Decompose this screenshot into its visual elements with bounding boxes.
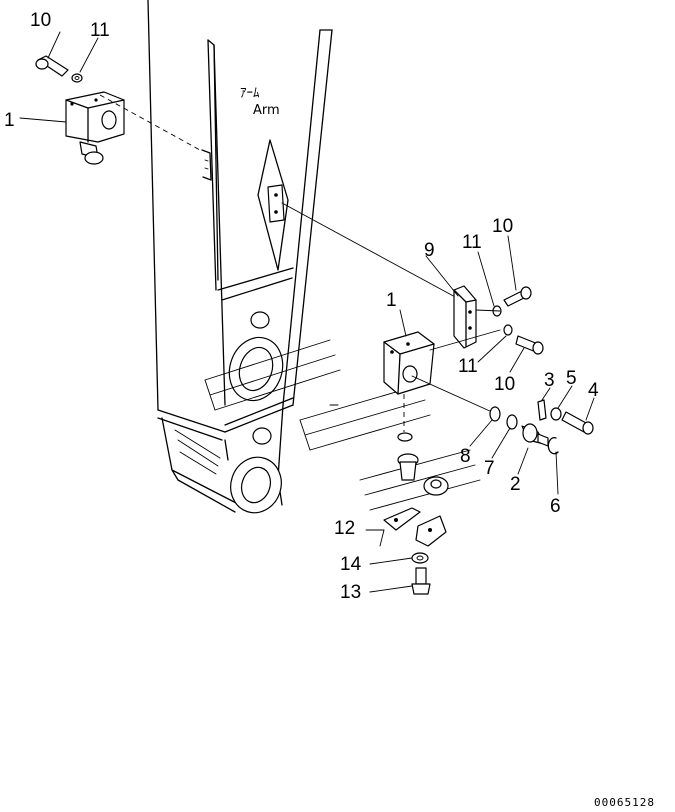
callout-5: 5: [566, 368, 577, 389]
callout-11-right-lower: 11: [458, 356, 478, 377]
callout-1-right: 1: [386, 290, 397, 311]
bracket-9: [453, 285, 477, 349]
oring-under-valve: [397, 432, 413, 442]
callout-10-right-lower: 10: [494, 374, 515, 395]
clamp-12: [383, 507, 447, 547]
callout-4: 4: [588, 380, 599, 401]
callout-10-top: 10: [30, 10, 51, 31]
arm-label-jp: ｱｰﾑ: [240, 86, 260, 101]
washer-11-lower: [503, 324, 513, 336]
callout-10-right-upper: 10: [492, 216, 513, 237]
bolt-4: [561, 411, 594, 435]
callout-1-top: 1: [4, 110, 15, 131]
nut: [423, 476, 449, 496]
washer-14: [411, 552, 429, 564]
oring-7: [506, 414, 518, 430]
bolt-10-lower: [515, 335, 544, 355]
callout-12: 12: [334, 518, 355, 539]
leader-dashed-top: [99, 94, 201, 151]
callout-11-right-upper: 11: [462, 232, 482, 253]
callout-14: 14: [340, 554, 362, 575]
bolt-13: [411, 567, 431, 595]
arm-body: [147, 0, 481, 514]
elbow-fitting: [397, 453, 419, 481]
valve-block-1: [383, 331, 435, 395]
bolt-3: [537, 399, 547, 421]
callout-8: 8: [460, 446, 471, 467]
callout-3: 3: [544, 370, 555, 391]
drawing-code: 00065128: [594, 796, 655, 809]
arm-label-en: Arm: [253, 103, 280, 118]
callout-leaders: [19, 31, 595, 593]
bolt-10-upper: [503, 286, 532, 307]
washer-5: [550, 407, 562, 421]
callout-11-top: 11: [90, 20, 110, 41]
snap-ring-6: [547, 437, 559, 455]
callout-6: 6: [550, 496, 561, 517]
valve-assembly-top: [35, 55, 125, 165]
callout-7: 7: [484, 458, 495, 479]
callout-9: 9: [424, 240, 435, 261]
callout-13: 13: [340, 582, 361, 603]
link-line-bracket: [281, 202, 471, 306]
sensor-2: [521, 423, 549, 447]
oring-8: [489, 406, 501, 422]
callout-2: 2: [510, 474, 521, 495]
